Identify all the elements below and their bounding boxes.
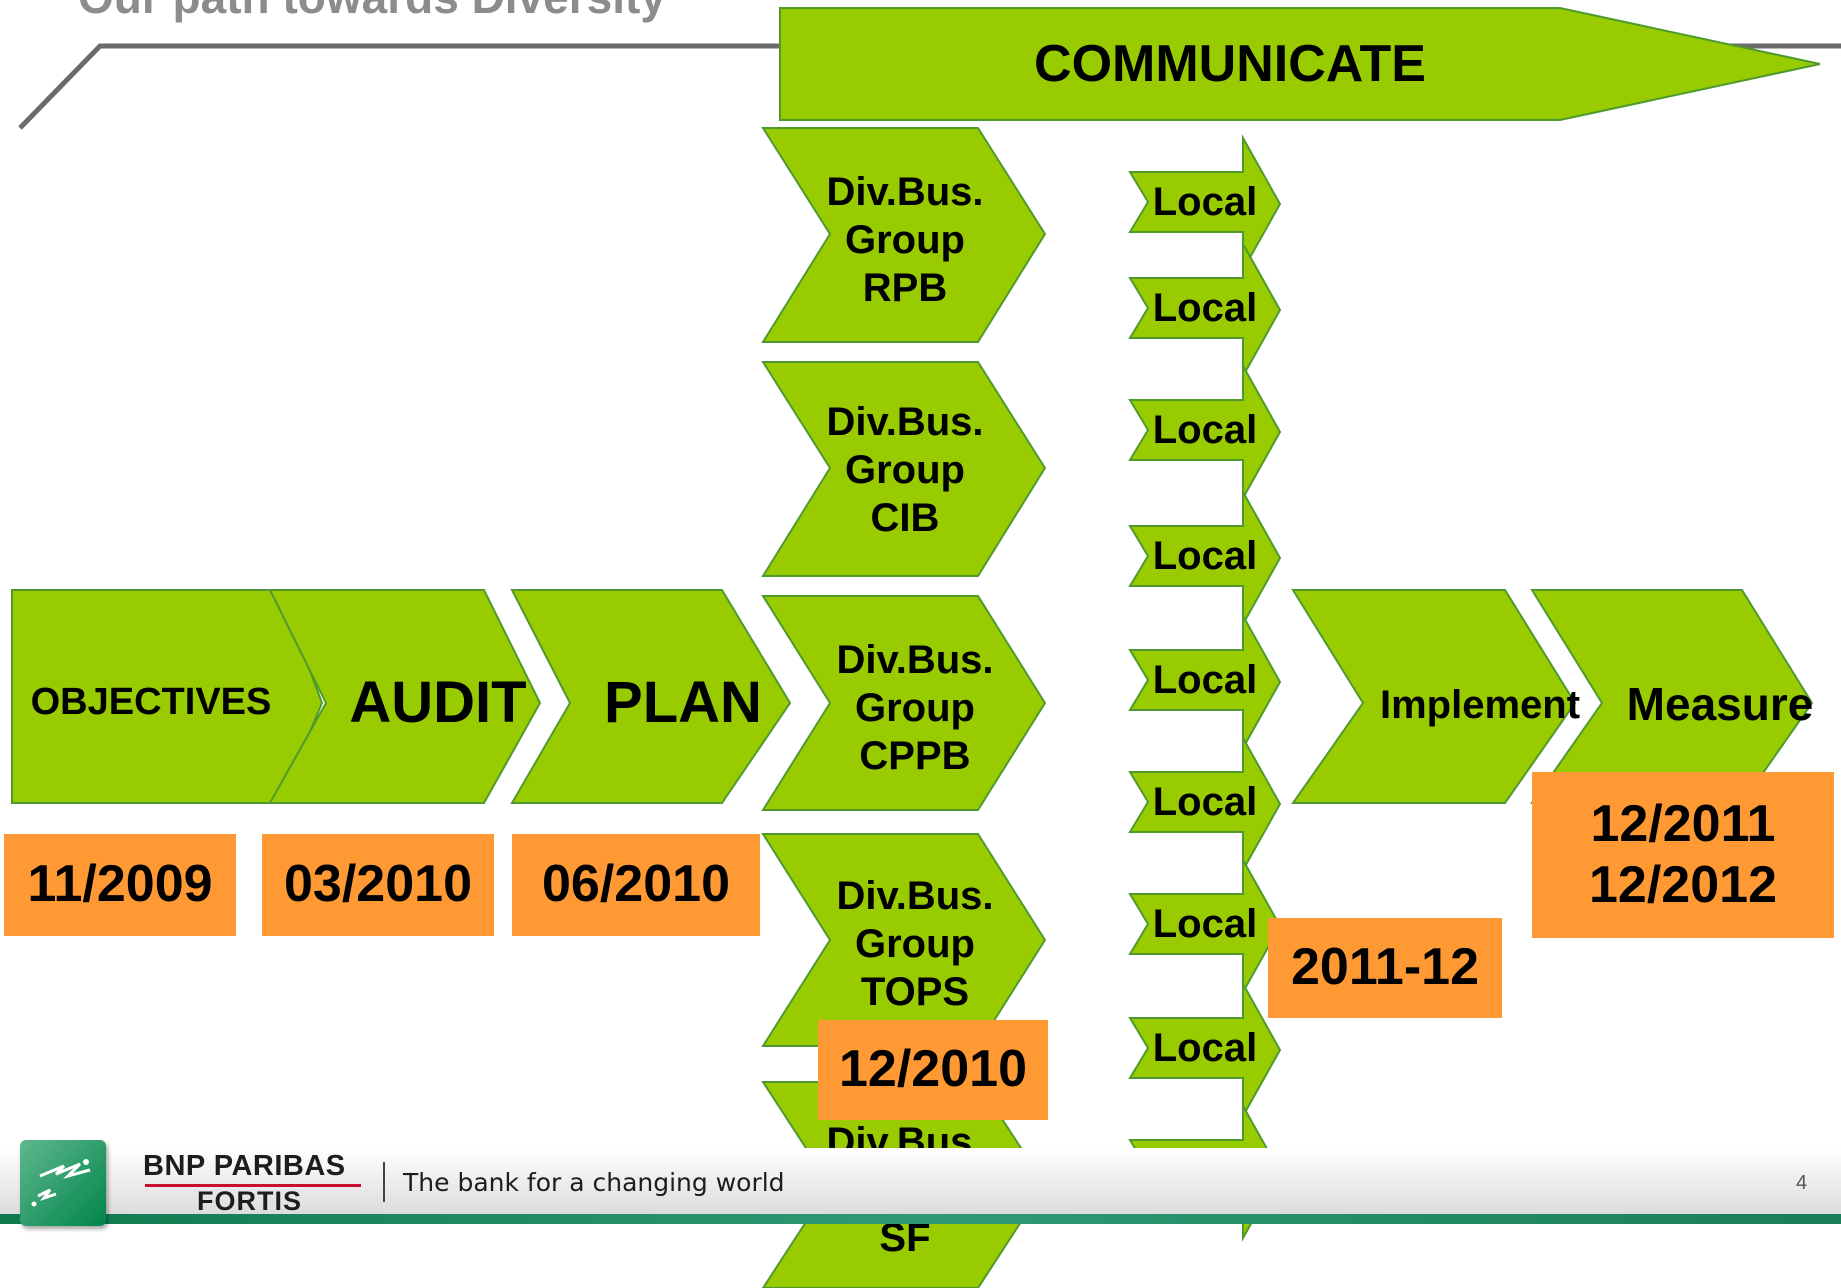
local-label: Local bbox=[1152, 180, 1258, 224]
brand-subname: FORTIS bbox=[197, 1186, 302, 1216]
bnp-paribas-logo bbox=[20, 1140, 106, 1226]
communicate-label: COMMUNICATE bbox=[1034, 34, 1426, 93]
plan-label: PLAN bbox=[604, 670, 762, 736]
local-label: Local bbox=[1152, 1026, 1258, 1070]
stars-icon bbox=[31, 1159, 91, 1207]
business-group-label-rpb: Div.Bus. Group RPB bbox=[826, 170, 984, 310]
local-label: Local bbox=[1152, 780, 1258, 824]
footer-tagline: The bank for a changing world bbox=[403, 1168, 785, 1197]
communicate-arrow bbox=[779, 7, 1821, 121]
local-label: Local bbox=[1152, 902, 1258, 946]
footer-rule bbox=[0, 1214, 1841, 1224]
audit-chevron bbox=[268, 589, 542, 804]
date-audit: 03/2010 bbox=[262, 834, 494, 936]
date-business-groups: 12/2010 bbox=[818, 1020, 1048, 1120]
objectives-label: OBJECTIVES bbox=[30, 681, 272, 724]
date-measure: 12/2011 12/2012 bbox=[1532, 772, 1834, 938]
date-objectives: 11/2009 bbox=[4, 834, 236, 936]
date-plan: 06/2010 bbox=[512, 834, 760, 936]
audit-label: AUDIT bbox=[349, 670, 527, 736]
local-label: Local bbox=[1152, 286, 1258, 330]
measure-label: Measure bbox=[1626, 678, 1814, 731]
local-label: Local bbox=[1152, 408, 1258, 452]
business-group-chevron-rpb bbox=[761, 127, 1047, 343]
local-label: Local bbox=[1152, 534, 1258, 578]
business-group-chevron-cppb bbox=[761, 595, 1047, 811]
slide-title: Our path towards Diversity bbox=[78, 0, 666, 24]
local-label: Local bbox=[1152, 658, 1258, 702]
business-group-label-cppb: Div.Bus. Group CPPB bbox=[836, 638, 994, 778]
business-group-label-cib: Div.Bus. Group CIB bbox=[826, 400, 984, 540]
brand-name: BNP PARIBAS bbox=[143, 1150, 346, 1182]
date-local: 2011-12 bbox=[1268, 918, 1502, 1018]
business-group-label-tops: Div.Bus. Group TOPS bbox=[836, 874, 994, 1014]
brand-underline bbox=[145, 1184, 361, 1187]
page-number: 4 bbox=[1796, 1172, 1808, 1194]
plan-chevron bbox=[510, 589, 792, 804]
implement-chevron bbox=[1291, 589, 1577, 804]
footer-separator bbox=[383, 1162, 385, 1202]
implement-label: Implement bbox=[1379, 683, 1581, 727]
business-group-chevron-cib bbox=[761, 361, 1047, 577]
